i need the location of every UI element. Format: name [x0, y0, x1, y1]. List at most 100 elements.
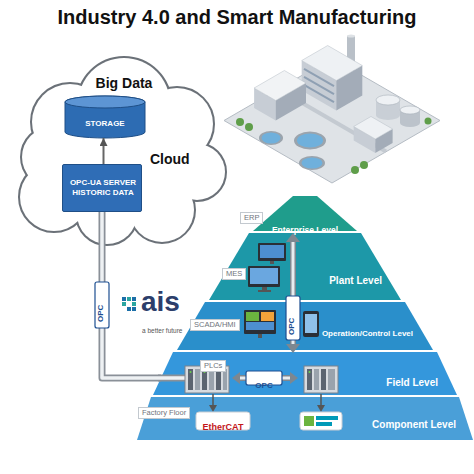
opc-link-head [290, 372, 298, 384]
level-label: Field Level [386, 377, 438, 388]
pyramid-band [137, 397, 473, 440]
server-label: OPC-UA SERVER HISTORIC DATA [67, 178, 139, 197]
tablet [303, 311, 319, 337]
pyramid-level: SCADA/HMI Operation/Control Level [130, 302, 474, 350]
monitor-screen [250, 268, 278, 284]
plc-module [202, 369, 207, 390]
data-arrow [103, 138, 104, 164]
fieldbus-logo-mark [316, 416, 338, 420]
tablet-screen [305, 314, 317, 333]
fieldbus-arrow [320, 394, 322, 406]
tree [360, 161, 368, 169]
protocol-badge-text: OPC [98, 304, 107, 321]
storage-tank [400, 119, 420, 127]
clarifier-rim [259, 131, 283, 145]
opc-link-head [232, 372, 240, 384]
plc-module [321, 369, 326, 390]
monitor-stand [262, 287, 267, 290]
plc-led [309, 371, 311, 373]
storage-tank [376, 110, 400, 120]
pyramid-band [153, 352, 457, 395]
tree [425, 118, 432, 125]
building-window [304, 77, 334, 94]
logo-square [132, 302, 136, 306]
plc-rack [185, 366, 229, 393]
cloud-heading: Big Data [96, 75, 153, 91]
building-window [304, 69, 334, 86]
pyramid-level: MESPlant Level [130, 233, 474, 300]
building-roof [254, 71, 306, 101]
monitor-screen [260, 245, 284, 258]
logo-square [122, 302, 126, 306]
storage-label: STORAGE [85, 119, 124, 128]
clarifier-water [262, 133, 281, 144]
storage-cylinder: STORAGE [65, 96, 145, 138]
fieldbus-logo [300, 412, 342, 430]
cylinder-top [65, 96, 145, 108]
protocol-badge [286, 296, 300, 340]
protocol-badge [246, 371, 282, 385]
monitor [248, 266, 280, 287]
pyramid-band [209, 233, 401, 300]
pyramid-band [177, 302, 433, 350]
plc-body [185, 366, 229, 393]
fieldbus-logo-text: EtherCAT [203, 423, 244, 433]
pyramid-level-outline [130, 302, 474, 350]
plc-module [209, 369, 214, 390]
logo-square [132, 307, 136, 311]
pyramid-level-outline [130, 233, 474, 300]
tree [351, 166, 359, 174]
plc-module [188, 369, 193, 390]
fieldbus-logo-mark [304, 416, 314, 426]
company-logo-icon [122, 297, 136, 311]
tree [245, 123, 253, 131]
storage-tank-top [376, 95, 400, 105]
opc-link [290, 241, 296, 345]
plc-rack [304, 366, 338, 393]
scada-tile [261, 312, 274, 321]
plc-module [328, 369, 335, 390]
level-tab: SCADA/HMI [190, 319, 240, 331]
plc-module [307, 369, 312, 390]
plc-led [204, 371, 206, 373]
level-tab: MES [222, 268, 246, 280]
plc-body [304, 366, 338, 393]
pyramid-level: PLCsField Level [130, 352, 474, 395]
level-label: Operation/Control Level [322, 330, 413, 339]
fieldbus-logo-mark [316, 422, 332, 426]
monitor [258, 243, 286, 261]
server-box: OPC-UA SERVER HISTORIC DATA [62, 164, 142, 212]
cylinder-body [65, 96, 145, 138]
storage-cylinder-outline [65, 96, 145, 138]
plc-module [216, 369, 221, 390]
fieldbus-arrow [212, 394, 214, 406]
data-pipe [102, 212, 161, 378]
level-tab: ERP [240, 212, 263, 224]
cloud-fill [20, 58, 225, 244]
fieldbus-logo [196, 412, 250, 430]
logo-square [127, 297, 131, 301]
logo-square [127, 307, 131, 311]
plc-module [195, 369, 200, 390]
clarifier-water [297, 134, 323, 148]
cloud-label: Cloud [150, 151, 190, 167]
opc-link-head [286, 344, 300, 353]
building-roof [302, 46, 363, 81]
pipe [158, 376, 186, 380]
scada-stand [258, 334, 262, 338]
level-label: Enterprise Level [272, 226, 338, 235]
cloud-border [20, 58, 225, 244]
storage-tank-top [400, 106, 420, 114]
clarifier-rim [299, 156, 325, 170]
logo-square [122, 297, 126, 301]
opc-link-head [286, 233, 300, 242]
pyramid-level-outline [130, 352, 474, 395]
logo-text: ais [141, 288, 180, 316]
opc-link [292, 241, 295, 345]
level-tab: PLCs [200, 360, 226, 372]
monitor-stand [270, 261, 274, 264]
scada-tile [246, 312, 259, 321]
scada-tile [246, 322, 274, 330]
fieldbus-arrow-head [209, 405, 217, 412]
level-label: Component Level [372, 419, 456, 430]
